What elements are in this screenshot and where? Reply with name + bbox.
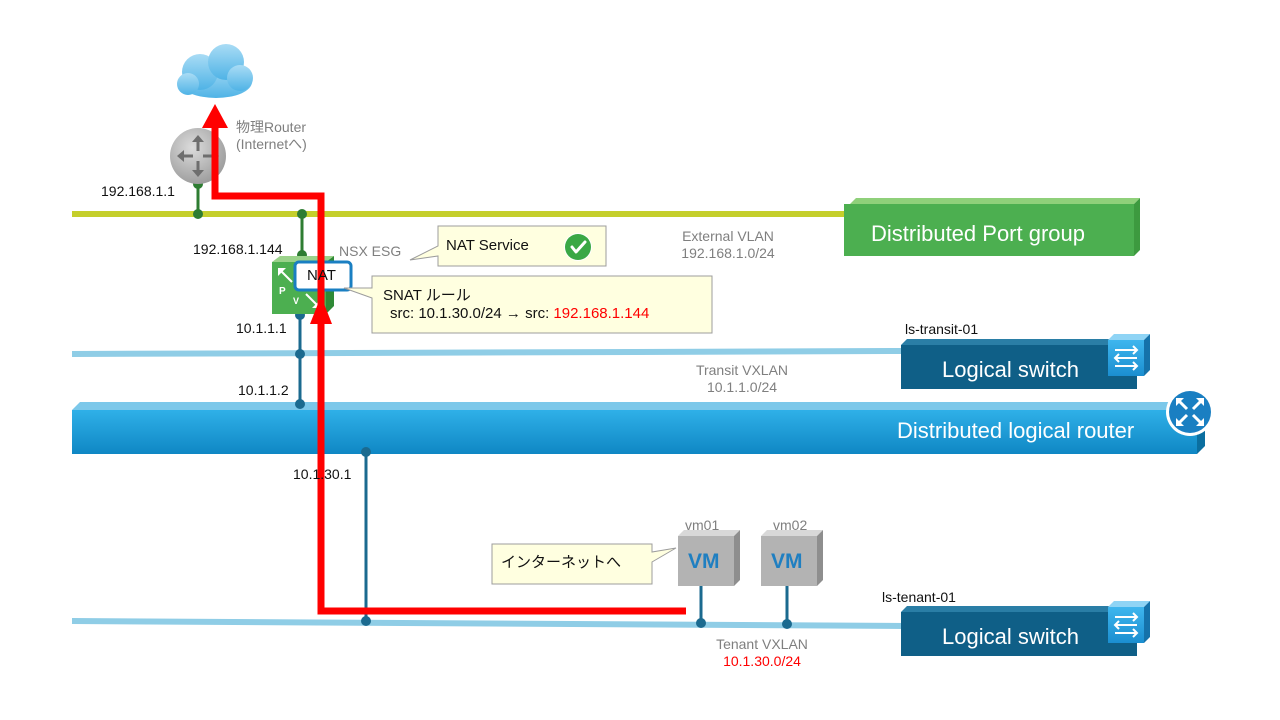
esg-internal-ip: 10.1.1.1 (236, 320, 287, 336)
vm02-icon (761, 530, 823, 586)
svg-text:P: P (279, 286, 286, 297)
dlr-bar (72, 402, 1205, 454)
physical-router-sublabel: (Internetへ) (236, 136, 307, 152)
tenant-vxlan-subnet: 10.1.30.0/24 (723, 653, 801, 669)
tenant-switch-label: Logical switch (942, 624, 1079, 649)
check-circle-icon (564, 233, 592, 261)
nat-service-callout-shape (409, 225, 607, 267)
external-vlan-name: External VLAN (682, 228, 774, 244)
transit-line (71, 348, 906, 357)
tenant-line (71, 618, 906, 629)
transit-switch-name: ls-transit-01 (905, 321, 979, 337)
transit-switch-label: Logical switch (942, 357, 1079, 382)
cloud-icon (177, 44, 253, 98)
transit-vxlan-name: Transit VXLAN (695, 362, 789, 378)
vm01-name: vm01 (685, 517, 720, 533)
dlr-internal-ip: 10.1.30.1 (293, 466, 352, 482)
internet-callout-label: インターネットへ (501, 554, 622, 571)
logical-switch-icon (1108, 601, 1150, 643)
dlr-router-icon (1166, 388, 1214, 436)
tenant-switch-bar (901, 606, 1137, 656)
snat-callout-shape (343, 275, 713, 334)
internet-callout-shape (491, 543, 677, 585)
external-vlan-subnet: 192.168.1.0/24 (681, 245, 775, 261)
vm02-badge: VM (771, 550, 803, 573)
tenant-switch-name: ls-tenant-01 (882, 589, 956, 605)
traffic-path-return (211, 126, 686, 615)
dlr-label: Distributed logical router (897, 418, 1135, 443)
snat-rule-translated: 192.168.1.144 (553, 305, 650, 322)
transit-vxlan-subnet: 10.1.1.0/24 (706, 379, 778, 395)
traffic-path-arrow-nat (310, 296, 332, 324)
logical-switch-icon (1108, 334, 1150, 376)
dlr-uplink-ip: 10.1.1.2 (238, 382, 289, 398)
physical-router-label: 物理Router (236, 119, 307, 135)
svg-text:V: V (293, 296, 299, 306)
vm02-name: vm02 (773, 517, 808, 533)
physical-router-ip: 192.168.1.1 (101, 183, 175, 199)
vm01-icon (678, 530, 740, 586)
traffic-path-arrow-top (202, 104, 228, 128)
snat-rule-prefix: src: 10.1.30.0/24 → src: (390, 305, 554, 322)
distributed-port-group-label: Distributed Port group (871, 221, 1085, 246)
transit-switch-bar (901, 339, 1137, 389)
snat-rule-title: SNAT ルール (383, 287, 471, 304)
esg-uplink-ip: 192.168.1.144 (193, 241, 283, 257)
snat-rule-detail: src: 10.1.30.0/24 → src: 192.168.1.144 (390, 305, 649, 323)
tenant-vxlan-name: Tenant VXLAN (716, 636, 808, 652)
esg-label: NSX ESG (339, 243, 402, 259)
nat-service-label: NAT Service (446, 237, 529, 254)
external-vlan-bar (844, 198, 1140, 256)
nat-badge-label: NAT (307, 267, 336, 284)
vm01-badge: VM (688, 550, 720, 573)
